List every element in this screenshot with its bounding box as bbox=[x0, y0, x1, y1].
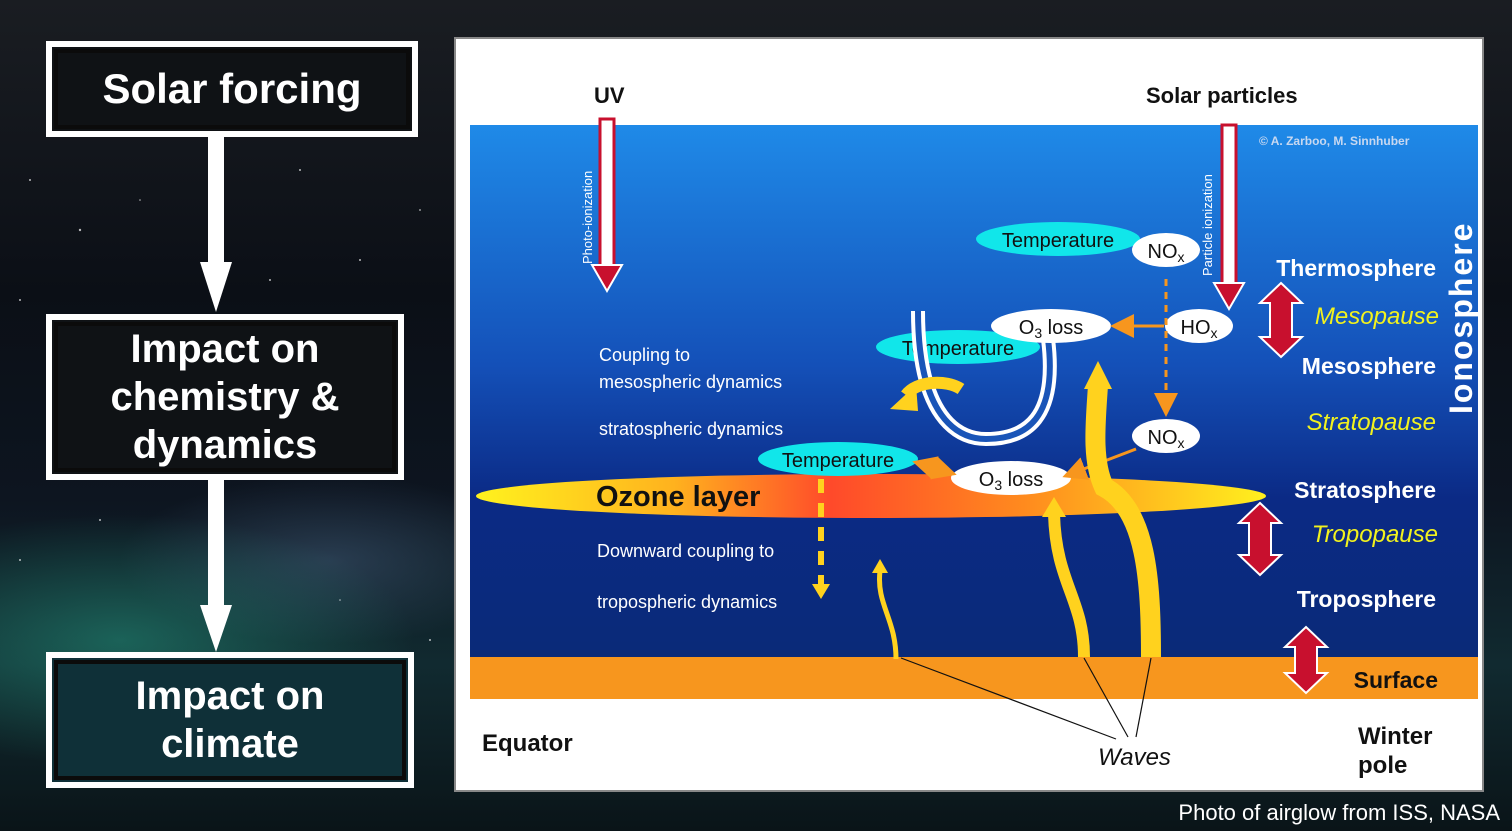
flow-arrow-1 bbox=[200, 137, 232, 312]
surface-label: Surface bbox=[1354, 667, 1438, 693]
nox-label-upper: NOx bbox=[1148, 241, 1185, 265]
temperature-label-middle: Temperature bbox=[902, 338, 1014, 360]
ozone-layer-ellipse bbox=[476, 474, 1266, 518]
nox-oval-upper bbox=[1132, 233, 1200, 267]
surface-double-arrow bbox=[1282, 625, 1330, 695]
uv-label: UV bbox=[594, 83, 625, 108]
wave-leader-lines bbox=[900, 657, 1152, 740]
star-field bbox=[19, 169, 431, 641]
stratopause-label: Stratopause bbox=[1307, 409, 1436, 436]
downward-coupling-arrow bbox=[812, 479, 830, 599]
ozone-layer-label: Ozone layer bbox=[596, 481, 760, 513]
mesosphere-label: Mesosphere bbox=[1302, 353, 1436, 379]
temperature-ellipse-lower bbox=[758, 442, 918, 476]
mesospheric-circulation bbox=[911, 310, 1057, 447]
photo-ionization-label: Photo-ionization bbox=[580, 171, 595, 264]
impact-chem-line-3: dynamics bbox=[132, 423, 318, 467]
surface-band bbox=[470, 657, 1478, 699]
mesopause-label: Mesopause bbox=[1315, 303, 1439, 330]
photo-credit: Photo of airglow from ISS, NASA bbox=[1178, 800, 1500, 825]
solar-forcing-box: Solar forcing bbox=[46, 41, 418, 137]
tropopause-label: Tropopause bbox=[1312, 521, 1438, 548]
troposphere-label: Troposphere bbox=[1297, 586, 1436, 612]
atmosphere-background bbox=[470, 125, 1478, 659]
stratosphere-label: Stratosphere bbox=[1294, 477, 1436, 503]
wave-arrow-small bbox=[872, 559, 899, 660]
atmosphere-diagram: Ozone layer UV Solar particles Photo-ion… bbox=[454, 37, 1484, 792]
coupling-text-line-2: mesospheric dynamics bbox=[599, 372, 782, 392]
o3-loss-oval-upper bbox=[991, 309, 1111, 343]
waves-label: Waves bbox=[1098, 744, 1171, 771]
uv-arrow bbox=[590, 117, 624, 294]
particle-ionization-label: Particle ionization bbox=[1200, 174, 1215, 276]
impact-climate-line-2: climate bbox=[161, 722, 299, 766]
equator-label: Equator bbox=[482, 730, 573, 757]
impact-chem-line-2: chemistry & bbox=[110, 375, 340, 419]
winter-pole-line-2: pole bbox=[1358, 752, 1407, 779]
temperature-ellipse-upper bbox=[976, 222, 1140, 256]
ionosphere-label: Ionosphere bbox=[1443, 222, 1479, 414]
o3-loss-oval-lower bbox=[951, 461, 1071, 495]
impact-chemistry-box: Impact on chemistry & dynamics bbox=[46, 314, 404, 480]
hox-oval bbox=[1165, 309, 1233, 343]
mesopause-double-arrow bbox=[1257, 281, 1305, 359]
wave-arrow-medium bbox=[1042, 497, 1090, 658]
solar-forcing-label: Solar forcing bbox=[102, 65, 362, 112]
nox-oval-lower bbox=[1132, 419, 1200, 453]
coupling-curved-arrow bbox=[890, 376, 965, 411]
impact-chem-line-1: Impact on bbox=[130, 327, 320, 371]
nox-label-lower: NOx bbox=[1148, 427, 1185, 451]
copyright-label: © A. Zarboo, M. Sinnhuber bbox=[1259, 134, 1410, 148]
flow-arrow-2 bbox=[200, 480, 232, 652]
downward-text-line-2: tropospheric dynamics bbox=[597, 592, 777, 612]
o3-loss-label-upper: O3 loss bbox=[1019, 317, 1083, 341]
winter-pole-line-1: Winter bbox=[1358, 723, 1432, 750]
hox-label: HOx bbox=[1181, 317, 1218, 341]
solar-particles-label: Solar particles bbox=[1146, 83, 1298, 108]
tropopause-double-arrow bbox=[1236, 501, 1284, 577]
temperature-label-lower: Temperature bbox=[782, 450, 894, 472]
coupling-text-line-3: stratospheric dynamics bbox=[599, 419, 783, 439]
o3-loss-label-lower: O3 loss bbox=[979, 469, 1043, 493]
temperature-label-upper: Temperature bbox=[1002, 230, 1114, 252]
thermosphere-label: Thermosphere bbox=[1276, 255, 1436, 281]
impact-climate-line-1: Impact on bbox=[135, 674, 325, 718]
particle-arrow bbox=[1212, 123, 1246, 312]
wave-arrow-large bbox=[1084, 361, 1161, 658]
coupling-text-line-1: Coupling to bbox=[599, 345, 690, 365]
impact-climate-box: Impact on climate bbox=[46, 652, 414, 788]
downward-text-line-1: Downward coupling to bbox=[597, 541, 774, 561]
